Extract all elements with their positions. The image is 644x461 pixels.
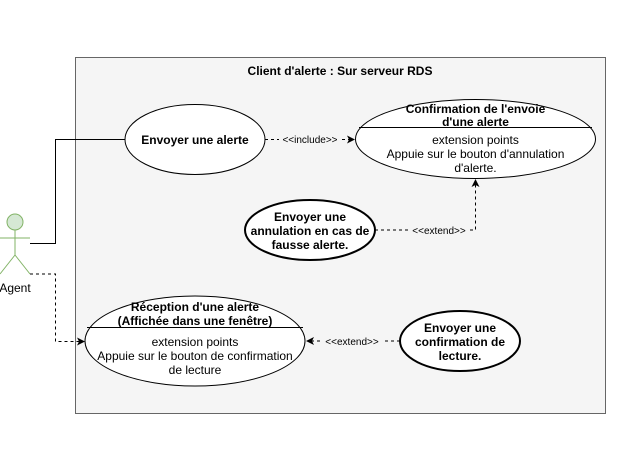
usecase-receive-ext-header: extension points [152, 335, 239, 349]
usecase-receive-alert[interactable]: Réception d'une alerte (Affichée dans un… [84, 295, 306, 387]
actor-figure-icon [0, 213, 31, 275]
extend-relation-bottom: <<extend>> [306, 337, 400, 348]
association-line [30, 139, 125, 244]
usecase-receive-title-2: (Affichée dans une fenêtre) [118, 314, 273, 328]
usecase-confirm-ext-2: d'alerte. [454, 161, 496, 175]
usecase-confirm-ext-1: Appuie sur le bouton d'annulation [387, 147, 565, 161]
extend-relation-top: <<extend>> [375, 179, 480, 237]
usecase-send-read-confirm[interactable]: Envoyer une confirmation de lecture. [399, 310, 521, 372]
usecase-receive-title-1: Réception d'une alerte [131, 300, 260, 314]
usecase-read-confirm-line-3: lecture. [439, 349, 482, 363]
usecase-read-confirm-line-2: confirmation de [415, 335, 505, 349]
usecase-cancel-line-1: Envoyer une [274, 210, 346, 224]
extend-label-bottom: <<extend>> [325, 337, 379, 348]
include-label: <<include>> [282, 135, 337, 146]
usecase-send-alert[interactable]: Envoyer une alerte [124, 104, 266, 175]
usecase-receive-ext-1: Appuie sur le bouton de confirmation [97, 349, 292, 363]
usecase-confirm-send[interactable]: Confirmation de l'envoie d'une alerte ex… [355, 99, 596, 179]
actor-agent[interactable]: Agent [0, 213, 31, 295]
usecase-read-confirm-line-1: Envoyer une [424, 321, 496, 335]
usecase-receive-ext-2: de lecture [169, 363, 222, 377]
usecase-send-alert-label: Envoyer une alerte [141, 133, 249, 147]
usecase-confirm-title-2: d'une alerte [442, 115, 509, 129]
usecase-confirm-title-1: Confirmation de l'envoie [406, 102, 546, 116]
usecase-cancel-false-alert[interactable]: Envoyer une annulation en cas de fausse … [244, 199, 376, 261]
actor-label: Agent [0, 281, 31, 295]
extend-label-top: <<extend>> [412, 226, 466, 237]
usecase-confirm-ext-header: extension points [432, 133, 519, 147]
include-relation: <<include>> [265, 135, 355, 146]
usecase-cancel-line-3: fausse alerte. [272, 238, 349, 252]
usecase-cancel-line-2: annulation en cas de [251, 224, 370, 238]
system-title: Client d'alerte : Sur serveur RDS [248, 64, 433, 78]
association-dashed-arrow [30, 273, 85, 346]
